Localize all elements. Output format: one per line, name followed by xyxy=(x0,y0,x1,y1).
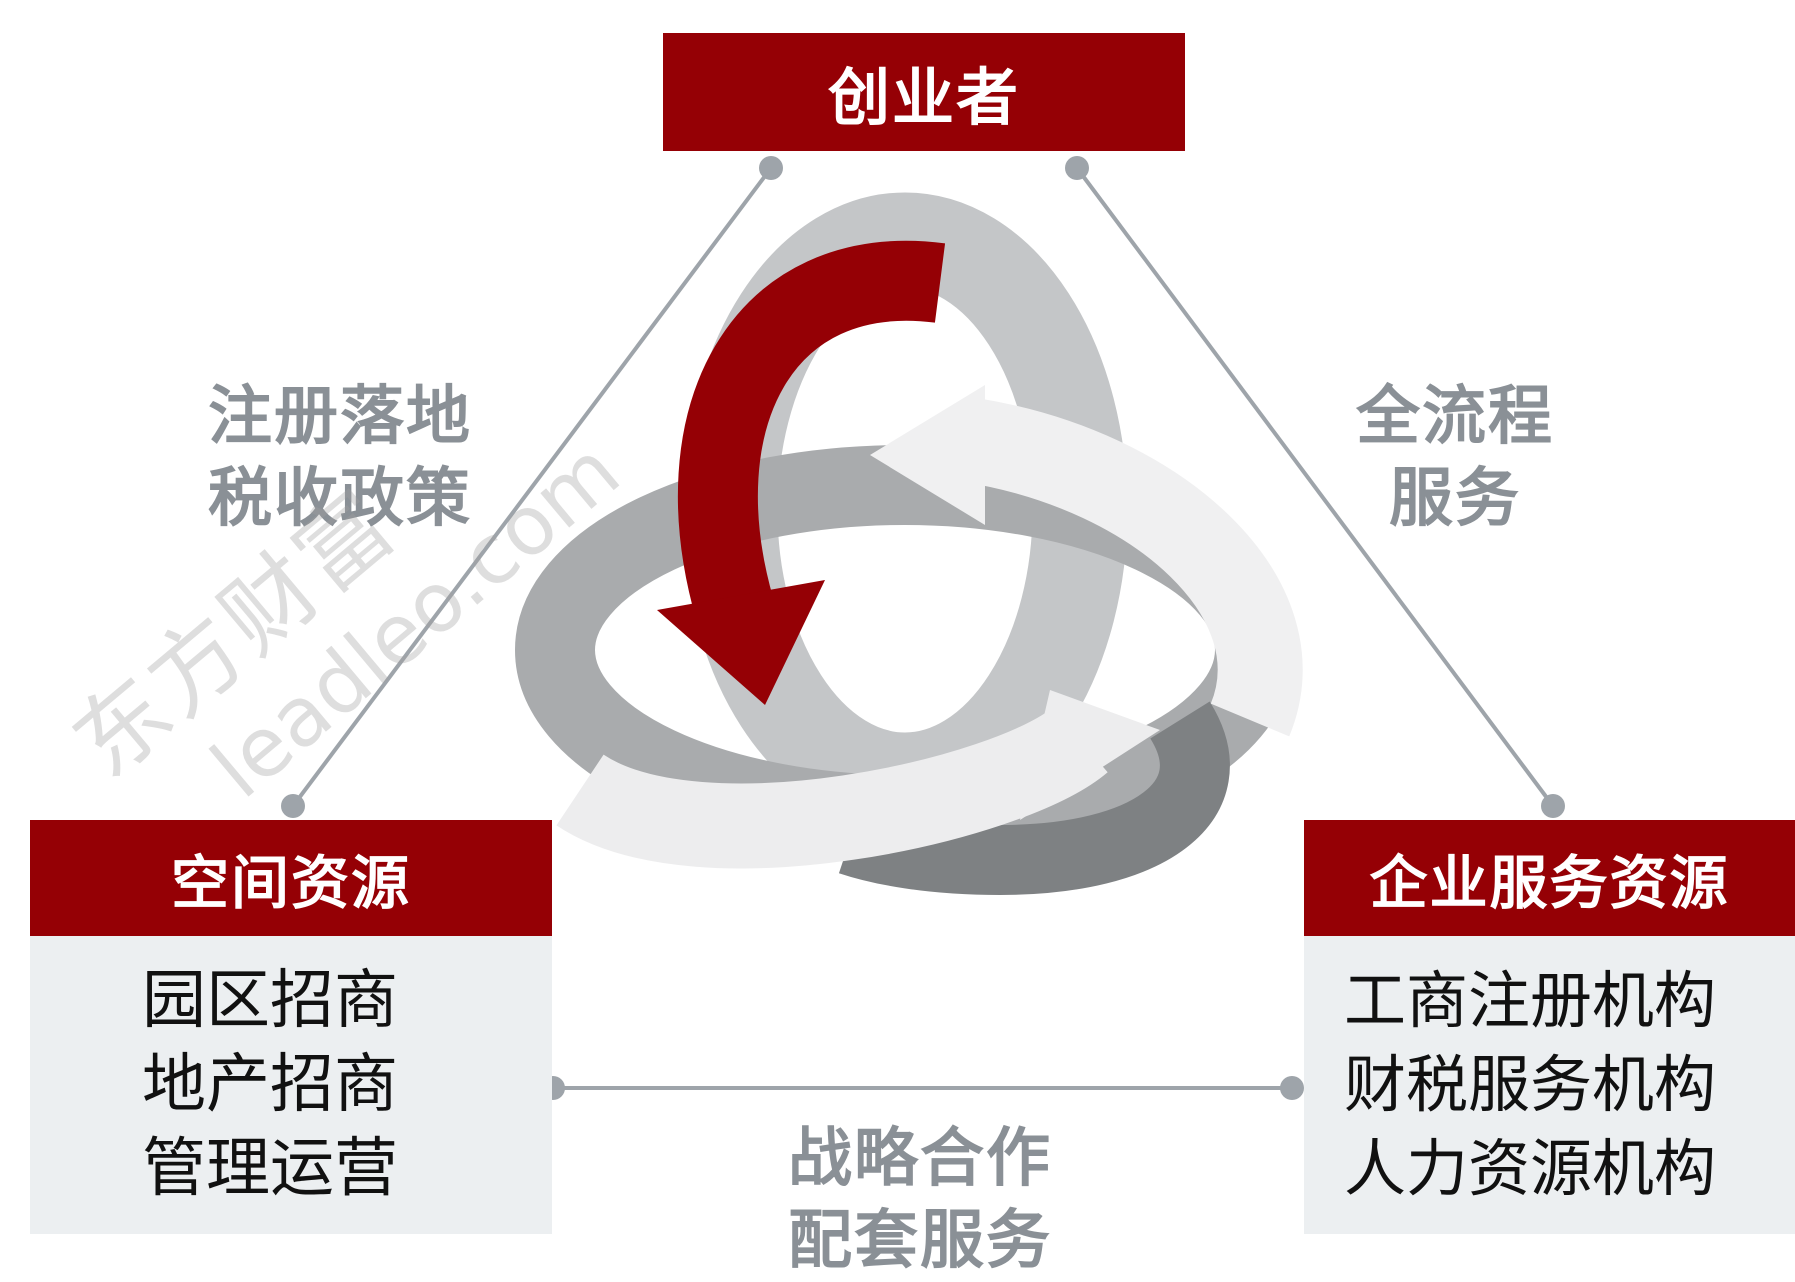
light-arrow-head-top xyxy=(870,385,985,525)
edge-left-line-2: 税收政策 xyxy=(208,462,472,536)
service-item-1: 工商注册机构 xyxy=(1344,964,1717,1037)
space-item-2: 地产招商 xyxy=(142,1048,398,1122)
node-entrepreneur-title: 创业者 xyxy=(827,61,1020,134)
edge-label-right: 全流程 服务 xyxy=(1330,376,1580,540)
dot-top-right xyxy=(1065,156,1089,180)
light-arrow-head-bottom xyxy=(1020,690,1160,820)
dot-bottom-right xyxy=(1280,1076,1304,1100)
dot-top-left xyxy=(759,156,783,180)
edge-right-line-1: 全流程 xyxy=(1356,380,1554,454)
edge-label-left: 注册落地 税收政策 xyxy=(180,376,500,540)
edge-bottom-line-1: 战略合作 xyxy=(788,1122,1052,1196)
node-enterprise-service-title: 企业服务资源 xyxy=(1369,849,1730,917)
red-arrow-band xyxy=(677,240,946,622)
red-arrow-head xyxy=(657,580,825,705)
node-entrepreneur: 创业者 xyxy=(663,33,1185,151)
dot-right xyxy=(1541,794,1565,818)
dot-left xyxy=(281,794,305,818)
line-top-right xyxy=(1075,166,1555,808)
edge-bottom-line-2: 配套服务 xyxy=(788,1204,1052,1278)
node-enterprise-service-body: 工商注册机构 财税服务机构 人力资源机构 xyxy=(1304,936,1795,1234)
service-item-2: 财税服务机构 xyxy=(1344,1048,1717,1121)
node-space-resources-body: 园区招商 地产招商 管理运营 xyxy=(30,936,552,1234)
node-space-resources-title: 空间资源 xyxy=(170,849,411,917)
edge-left-line-1: 注册落地 xyxy=(208,380,472,454)
edge-label-bottom: 战略合作 配套服务 xyxy=(760,1118,1080,1282)
light-arrow-band-2 xyxy=(962,398,1303,737)
service-item-3: 人力资源机构 xyxy=(1344,1132,1717,1205)
space-item-3: 管理运营 xyxy=(142,1132,398,1206)
node-space-resources-header: 空间资源 xyxy=(30,820,552,936)
space-item-1: 园区招商 xyxy=(142,964,398,1038)
line-top-left xyxy=(291,166,773,808)
node-enterprise-service-header: 企业服务资源 xyxy=(1304,820,1795,936)
edge-right-line-2: 服务 xyxy=(1389,462,1521,536)
